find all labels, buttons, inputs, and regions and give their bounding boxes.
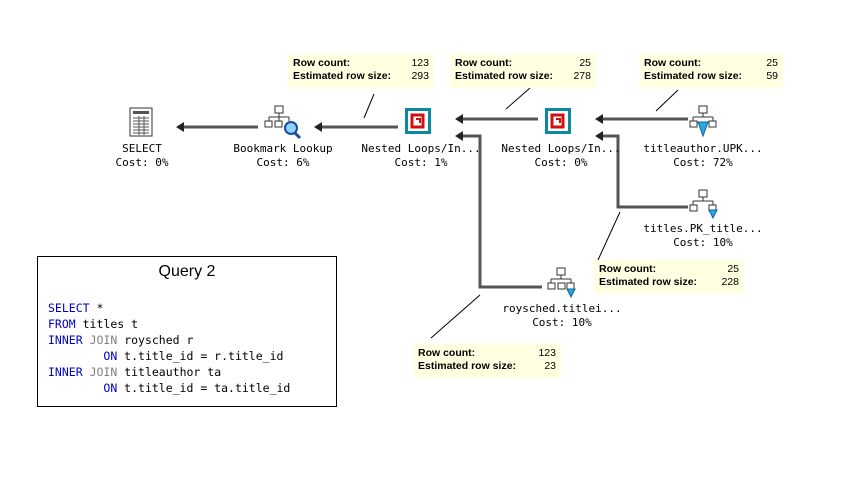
sql-keyword: FROM	[48, 317, 76, 331]
query-line: FROM titles t	[48, 317, 138, 331]
row-count-label: Row count:	[293, 57, 351, 69]
arrow-roysched-to-nested1	[462, 134, 542, 289]
plan-node-bookmark-lookup[interactable]: Bookmark Lookup Cost: 6%	[220, 142, 346, 170]
sql-text	[83, 365, 90, 379]
tooltip-titles: Row count: 25 Estimated row size: 228	[594, 260, 744, 294]
node-cost: Cost: 0%	[534, 156, 588, 169]
tooltip-nested2-to-titleauthor: Row count: 25 Estimated row size: 59	[639, 54, 783, 88]
query-line: INNER JOIN titleauthor ta	[48, 365, 221, 379]
sql-keyword: INNER	[48, 365, 83, 379]
plan-node-titles[interactable]: titles.PK_title... Cost: 10%	[628, 222, 778, 250]
sql-keyword: JOIN	[89, 365, 118, 379]
row-count-label: Row count:	[418, 347, 476, 359]
query-box: Query 2 SELECT * FROM titles t INNER JOIN …	[37, 256, 337, 407]
sql-keyword: INNER	[48, 333, 83, 347]
sql-text: t.title_id = r.title_id	[117, 349, 284, 363]
sql-text: titleauthor ta	[117, 365, 222, 379]
arrowhead-bookmark	[314, 122, 322, 132]
sql-text	[48, 349, 103, 363]
arrowhead-nested1-top	[455, 114, 463, 124]
node-cost: Cost: 1%	[394, 156, 448, 169]
arrow-titles-to-nested2	[602, 134, 688, 209]
plan-node-roysched[interactable]: roysched.titlei... Cost: 10%	[486, 302, 638, 330]
sql-keyword: JOIN	[89, 333, 118, 347]
plan-node-nested-loops-1[interactable]: Nested Loops/In... Cost: 1%	[348, 142, 494, 170]
flow-arrows	[182, 117, 688, 289]
bookmark-lookup-icon	[264, 105, 302, 140]
query-line: INNER JOIN roysched r	[48, 333, 193, 347]
query-line: SELECT *	[48, 301, 103, 315]
sql-text: *	[89, 301, 104, 315]
sql-keyword: ON	[103, 349, 118, 363]
node-cost: Cost: 72%	[673, 156, 733, 169]
select-icon	[129, 107, 153, 137]
node-name: titles.PK_title...	[643, 222, 763, 235]
nested-loops-icon-1	[405, 108, 431, 134]
node-name: Bookmark Lookup	[233, 142, 333, 155]
row-count-value: 123	[538, 347, 556, 359]
index-seek-icon-titleauthor	[689, 105, 717, 138]
node-name: SELECT	[122, 142, 162, 155]
arrow-heads	[176, 114, 603, 141]
nested-loops-icon-2	[545, 108, 571, 134]
sql-keyword: SELECT	[48, 301, 90, 315]
row-size-label: Estimated row size:	[455, 70, 554, 82]
sql-text	[48, 381, 103, 395]
query-line: ON t.title_id = ta.title_id	[48, 381, 290, 395]
row-count-label: Row count:	[455, 57, 513, 69]
node-name: Nested Loops/In...	[361, 142, 481, 155]
node-name: Nested Loops/In...	[501, 142, 621, 155]
row-count-value: 123	[411, 57, 429, 69]
row-size-label: Estimated row size:	[644, 70, 743, 82]
tooltip-roysched: Row count: 123 Estimated row size: 23	[413, 344, 561, 378]
sql-text	[83, 333, 90, 347]
row-size-value: 59	[766, 70, 778, 82]
plan-node-nested-loops-2[interactable]: Nested Loops/In... Cost: 0%	[488, 142, 634, 170]
row-count-value: 25	[766, 57, 778, 69]
arrowhead-select	[176, 122, 184, 132]
row-count-value: 25	[727, 263, 739, 275]
arrowhead-nested1-bottom	[455, 131, 463, 141]
row-size-value: 228	[721, 276, 739, 288]
row-count-label: Row count:	[599, 263, 657, 275]
query-line: ON t.title_id = r.title_id	[48, 349, 283, 363]
row-size-label: Estimated row size:	[599, 276, 698, 288]
node-name: titleauthor.UPK...	[643, 142, 763, 155]
tooltip-bookmark-to-nested1: Row count: 123 Estimated row size: 293	[288, 54, 434, 88]
node-name: roysched.titlei...	[502, 302, 622, 315]
node-cost: Cost: 0%	[115, 156, 169, 169]
sql-text: t.title_id = ta.title_id	[117, 381, 291, 395]
index-seek-icon-titles	[689, 189, 718, 220]
sql-keyword: ON	[103, 381, 118, 395]
row-size-value: 23	[544, 360, 556, 372]
query-title: Query 2	[158, 263, 216, 280]
plan-node-select[interactable]: SELECT Cost: 0%	[102, 142, 182, 170]
node-cost: Cost: 10%	[532, 316, 592, 329]
node-cost: Cost: 6%	[256, 156, 310, 169]
row-count-value: 25	[579, 57, 591, 69]
arrowhead-nested2-top	[595, 114, 603, 124]
index-seek-icon-roysched	[547, 267, 576, 299]
tooltip-nested1-to-nested2: Row count: 25 Estimated row size: 278	[450, 54, 596, 88]
sql-text: titles t	[75, 317, 139, 331]
row-size-label: Estimated row size:	[293, 70, 392, 82]
row-size-label: Estimated row size:	[418, 360, 517, 372]
tooltip-pointers	[363, 87, 679, 339]
sql-text: roysched r	[117, 333, 194, 347]
row-size-value: 293	[411, 70, 429, 82]
plan-node-titleauthor[interactable]: titleauthor.UPK... Cost: 72%	[628, 142, 778, 170]
row-size-value: 278	[573, 70, 591, 82]
arrowhead-nested2-bottom	[595, 131, 603, 141]
row-count-label: Row count:	[644, 57, 702, 69]
node-cost: Cost: 10%	[673, 236, 733, 249]
